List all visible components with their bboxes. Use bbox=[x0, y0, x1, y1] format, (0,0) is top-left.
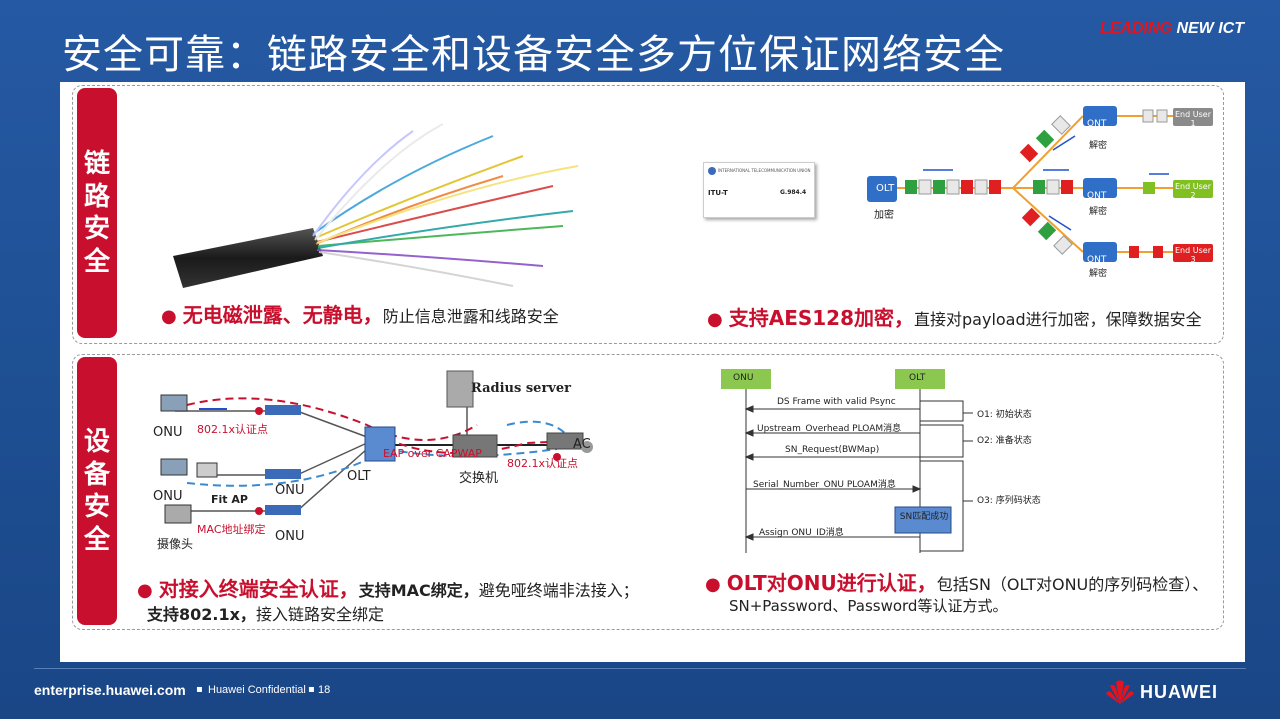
end-user-3: End User 3 bbox=[1175, 246, 1211, 264]
bullet-bold: 支持802.1x， bbox=[147, 605, 256, 624]
eap-label: EAP over CAPWAP bbox=[383, 447, 482, 460]
bullet-onu-auth: ●OLT对ONU进行认证，包括SN（OLT对ONU的序列码检查）、 bbox=[705, 567, 1208, 596]
seq-message: Assign ONU_ID消息 bbox=[759, 528, 844, 538]
section-label-char: 设 bbox=[83, 427, 110, 457]
ont-decrypt-label: 解密 bbox=[1089, 207, 1108, 217]
ac-label: AC bbox=[573, 437, 591, 452]
access-topology-diagram bbox=[160, 370, 593, 524]
section-label-device: 设 备 安 全 bbox=[77, 357, 117, 625]
aes-encryption-diagram bbox=[867, 106, 1213, 262]
bullet-highlight: 对接入终端安全认证， bbox=[158, 577, 359, 601]
seq-state: O1: 初始状态 bbox=[977, 410, 1032, 420]
footer-separator: ▪ bbox=[196, 684, 203, 695]
huawei-flower-icon bbox=[1106, 680, 1134, 704]
huawei-logo: HUAWEI bbox=[1104, 676, 1244, 710]
onu-label: ONU bbox=[275, 529, 305, 544]
auth-point-label: 802.1x认证点 bbox=[197, 423, 269, 436]
footer-divider bbox=[34, 668, 1246, 669]
bullet-bold: 支持MAC绑定， bbox=[358, 581, 479, 600]
bullet-no-emi: ●无电磁泄露、无静电，防止信息泄露和线路安全 bbox=[161, 299, 559, 328]
seq-message: DS Frame with valid Psync bbox=[777, 397, 896, 407]
bullet-text: 接入链路安全绑定 bbox=[255, 605, 384, 624]
footer-confidential: Huawei Confidential bbox=[208, 684, 306, 696]
itu-org: INTERNATIONAL TELECOMMUNICATION UNION bbox=[718, 168, 811, 173]
switch-label: 交换机 bbox=[459, 471, 499, 486]
seq-message: Upstream_Overhead PLOAM消息 bbox=[757, 424, 902, 434]
itu-document: INTERNATIONAL TELECOMMUNICATION UNION IT… bbox=[703, 162, 815, 218]
onu-auth-sequence-diagram bbox=[721, 369, 973, 553]
bullet-highlight: OLT对ONU进行认证， bbox=[726, 571, 937, 595]
bullet-dot-icon: ● bbox=[137, 580, 153, 601]
bullet-highlight: 支持AES128加密， bbox=[728, 306, 915, 330]
onu-label: ONU bbox=[153, 425, 183, 440]
footer-separator: ▪ bbox=[308, 684, 315, 695]
end-user-2: End User 2 bbox=[1175, 182, 1211, 200]
brand-slogan: LEADING NEW ICT bbox=[1100, 20, 1244, 38]
section-link-security: 链 路 安 全 bbox=[72, 85, 1224, 344]
fiber-cable-image bbox=[173, 123, 579, 288]
itu-logo-icon bbox=[708, 167, 716, 175]
section-label-char: 安 bbox=[83, 214, 110, 244]
bullet-text: 包括SN（OLT对ONU的序列码检查）、 bbox=[936, 575, 1209, 594]
section-device-security: 设 备 安 全 bbox=[72, 354, 1224, 630]
section-label-char: 全 bbox=[83, 524, 110, 555]
auth-point-label: 802.1x认证点 bbox=[507, 457, 579, 470]
seq-message: SN_Request(BWMap) bbox=[785, 445, 880, 455]
bullet-text: SN+Password、Password等认证方式。 bbox=[729, 597, 1008, 615]
bullet-text: 直接对payload进行加密，保障数据安全 bbox=[914, 310, 1202, 329]
section-label-link: 链 路 安 全 bbox=[77, 88, 117, 338]
onu-label: ONU bbox=[275, 483, 305, 498]
section-label-char: 路 bbox=[83, 181, 110, 212]
seq-state: O3: 序列码状态 bbox=[977, 496, 1041, 506]
brand-slogan-part1: LEADING bbox=[1100, 20, 1172, 37]
ont-label: ONT bbox=[1087, 255, 1107, 265]
section-label-char: 全 bbox=[83, 246, 110, 277]
section-label-char: 安 bbox=[83, 492, 110, 522]
page-number: 18 bbox=[318, 684, 331, 696]
radius-server-label: Radius server bbox=[471, 381, 571, 396]
end-user-1: End User 1 bbox=[1175, 110, 1211, 128]
seq-match-label: SN匹配成功 bbox=[899, 512, 949, 522]
brand-slogan-part2: NEW ICT bbox=[1172, 20, 1244, 37]
footer-url[interactable]: enterprise.huawei.com bbox=[34, 682, 186, 698]
olt-label: OLT bbox=[347, 469, 371, 484]
olt-label: OLT bbox=[876, 183, 895, 194]
seq-olt-label: OLT bbox=[909, 373, 926, 383]
ont-decrypt-label: 解密 bbox=[1089, 141, 1108, 151]
camera-label: 摄像头 bbox=[157, 537, 194, 551]
ont-decrypt-label: 解密 bbox=[1089, 269, 1108, 279]
olt-encrypt-label: 加密 bbox=[874, 210, 894, 221]
seq-state: O2: 准备状态 bbox=[977, 436, 1032, 446]
ont-label: ONT bbox=[1087, 119, 1107, 129]
bullet-terminal-auth: ●对接入终端安全认证，支持MAC绑定，避免哑终端非法接入； bbox=[137, 573, 639, 602]
bullet-text: 防止信息泄露和线路安全 bbox=[382, 307, 559, 326]
itu-code: G.984.4 bbox=[780, 189, 807, 196]
page-title: 安全可靠：链路安全和设备安全多方位保证网络安全 bbox=[62, 32, 1005, 78]
mac-bind-label: MAC地址绑定 bbox=[197, 523, 266, 536]
bullet-highlight: 无电磁泄露、无静电， bbox=[182, 303, 383, 327]
ont-label: ONT bbox=[1087, 191, 1107, 201]
onu-label: ONU bbox=[153, 489, 183, 504]
bullet-terminal-auth-2: 支持802.1x，接入链路安全绑定 bbox=[147, 601, 384, 625]
seq-message: Serial_Number_ONU PLOAM消息 bbox=[753, 480, 896, 490]
footer: enterprise.huawei.com ▪ Huawei Confident… bbox=[0, 668, 1280, 719]
bullet-aes128: ●支持AES128加密，直接对payload进行加密，保障数据安全 bbox=[707, 302, 1202, 331]
bullet-dot-icon: ● bbox=[707, 309, 723, 330]
itu-label: ITU-T bbox=[708, 189, 728, 197]
content-panel: 链 路 安 全 bbox=[60, 82, 1245, 662]
section-label-char: 链 bbox=[83, 149, 110, 179]
fit-ap-label: Fit AP bbox=[211, 493, 248, 506]
section-label-char: 备 bbox=[83, 459, 110, 490]
seq-onu-label: ONU bbox=[733, 373, 754, 383]
bullet-dot-icon: ● bbox=[161, 306, 177, 327]
bullet-text: 避免哑终端非法接入； bbox=[478, 581, 639, 600]
bullet-dot-icon: ● bbox=[705, 574, 721, 595]
huawei-wordmark: HUAWEI bbox=[1140, 682, 1218, 702]
